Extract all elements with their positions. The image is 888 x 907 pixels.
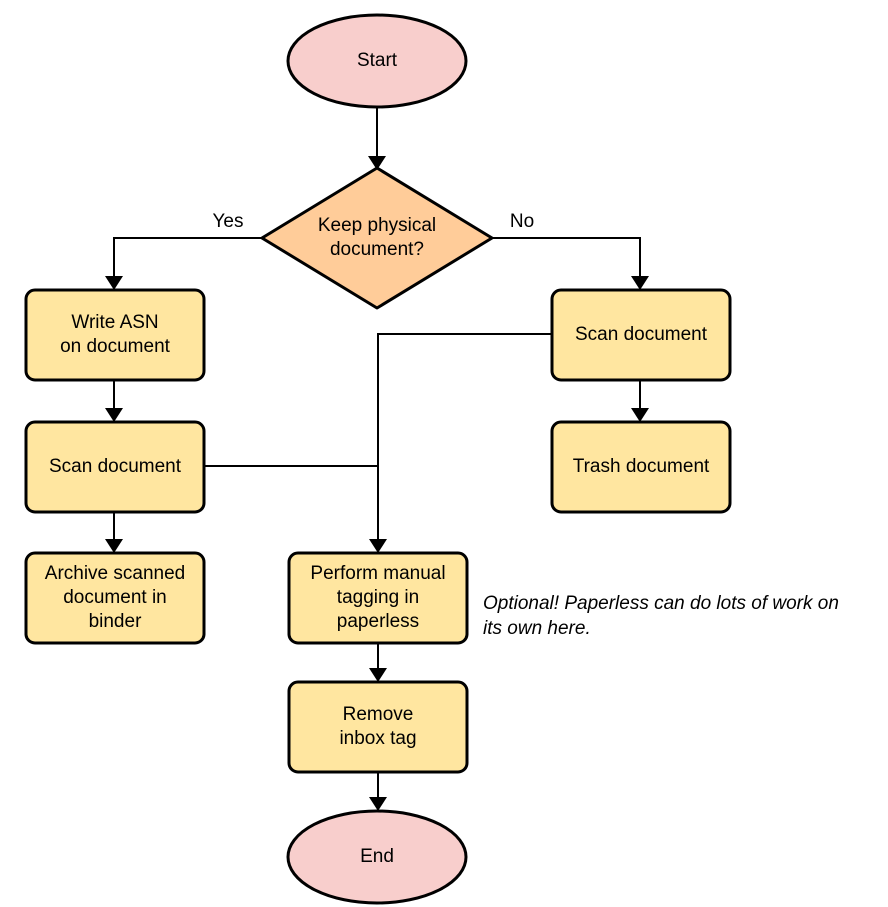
edge-scan-right-to-trash (631, 380, 649, 422)
edge-scan-right-to-manual-tagging (369, 333, 552, 553)
node-scan-document-right[interactable]: Scan document (550, 288, 732, 382)
node-label: Archive scanned (45, 563, 185, 584)
annotation-line: Optional! Paperless can do lots of work … (483, 593, 839, 614)
node-label: paperless (337, 611, 419, 632)
node-label: Scan document (49, 456, 182, 477)
edge-arrowhead-icon (369, 539, 387, 553)
edge-start-to-decision (368, 107, 386, 170)
terminator-shape (286, 809, 468, 905)
node-label: Perform manual (310, 563, 445, 584)
edge-arrowhead-icon (105, 408, 123, 422)
annotation-optional-note: Optional! Paperless can do lots of work … (483, 593, 839, 639)
node-trash-document[interactable]: Trash document (550, 420, 732, 514)
annotations-layer: Optional! Paperless can do lots of work … (483, 593, 839, 639)
edge-arrowhead-icon (105, 276, 123, 290)
node-write-asn-on-document[interactable]: Write ASN on document (24, 288, 206, 382)
edge-decision-yes-to-write-asn: Yes (105, 211, 262, 290)
edge-decision-no-to-scan-right: No (492, 211, 649, 290)
edge-label-decision-no-to-scan-right: No (510, 211, 534, 232)
edge-path (377, 333, 552, 546)
node-label: Remove (343, 704, 414, 725)
process-shape (24, 288, 206, 382)
annotation-line: its own here. (483, 618, 591, 639)
node-label: Trash document (573, 456, 710, 477)
edge-arrowhead-icon (631, 276, 649, 290)
decision-shape (260, 166, 494, 310)
edges-layer: Yes No (105, 107, 649, 811)
node-archive-scanned-document-in-binder[interactable]: Archive scanned document in binder (24, 551, 206, 645)
edge-remove-inbox-tag-to-end (369, 772, 387, 811)
edge-arrowhead-icon (631, 408, 649, 422)
edge-arrowhead-icon (369, 797, 387, 811)
process-shape (287, 680, 469, 774)
edge-arrowhead-icon (369, 668, 387, 682)
node-label: Scan document (575, 324, 708, 345)
edge-path (113, 237, 262, 283)
node-start[interactable]: Start (286, 13, 468, 109)
node-keep-physical-document[interactable]: Keep physical document? (260, 166, 494, 310)
edge-manual-tagging-to-remove-inbox-tag (369, 643, 387, 682)
process-shape (550, 420, 732, 514)
node-label: inbox tag (339, 728, 416, 749)
edge-write-asn-to-scan-left (105, 380, 123, 422)
node-label: tagging in (337, 587, 419, 608)
node-label: End (360, 846, 394, 867)
process-shape (550, 288, 732, 382)
node-label: binder (89, 611, 142, 632)
process-shape (24, 420, 206, 514)
node-label: Start (357, 50, 398, 71)
process-shape (24, 551, 206, 645)
node-label: Write ASN (71, 312, 158, 333)
edge-arrowhead-icon (105, 539, 123, 553)
node-perform-manual-tagging-in-paperless[interactable]: Perform manual tagging in paperless (287, 551, 469, 645)
node-label: Keep physical (318, 215, 436, 236)
terminator-shape (286, 13, 468, 109)
node-remove-inbox-tag[interactable]: Remove inbox tag (287, 680, 469, 774)
edge-path (492, 237, 641, 283)
process-shape (287, 551, 469, 645)
node-scan-document-left[interactable]: Scan document (24, 420, 206, 514)
node-label: document? (330, 239, 424, 260)
node-label: document in (63, 587, 167, 608)
edge-label-decision-yes-to-write-asn: Yes (213, 211, 244, 232)
edge-scan-left-to-archive (105, 512, 123, 553)
node-end[interactable]: End (286, 809, 468, 905)
node-label: on document (60, 336, 171, 357)
edge-arrowhead-icon (368, 156, 386, 170)
